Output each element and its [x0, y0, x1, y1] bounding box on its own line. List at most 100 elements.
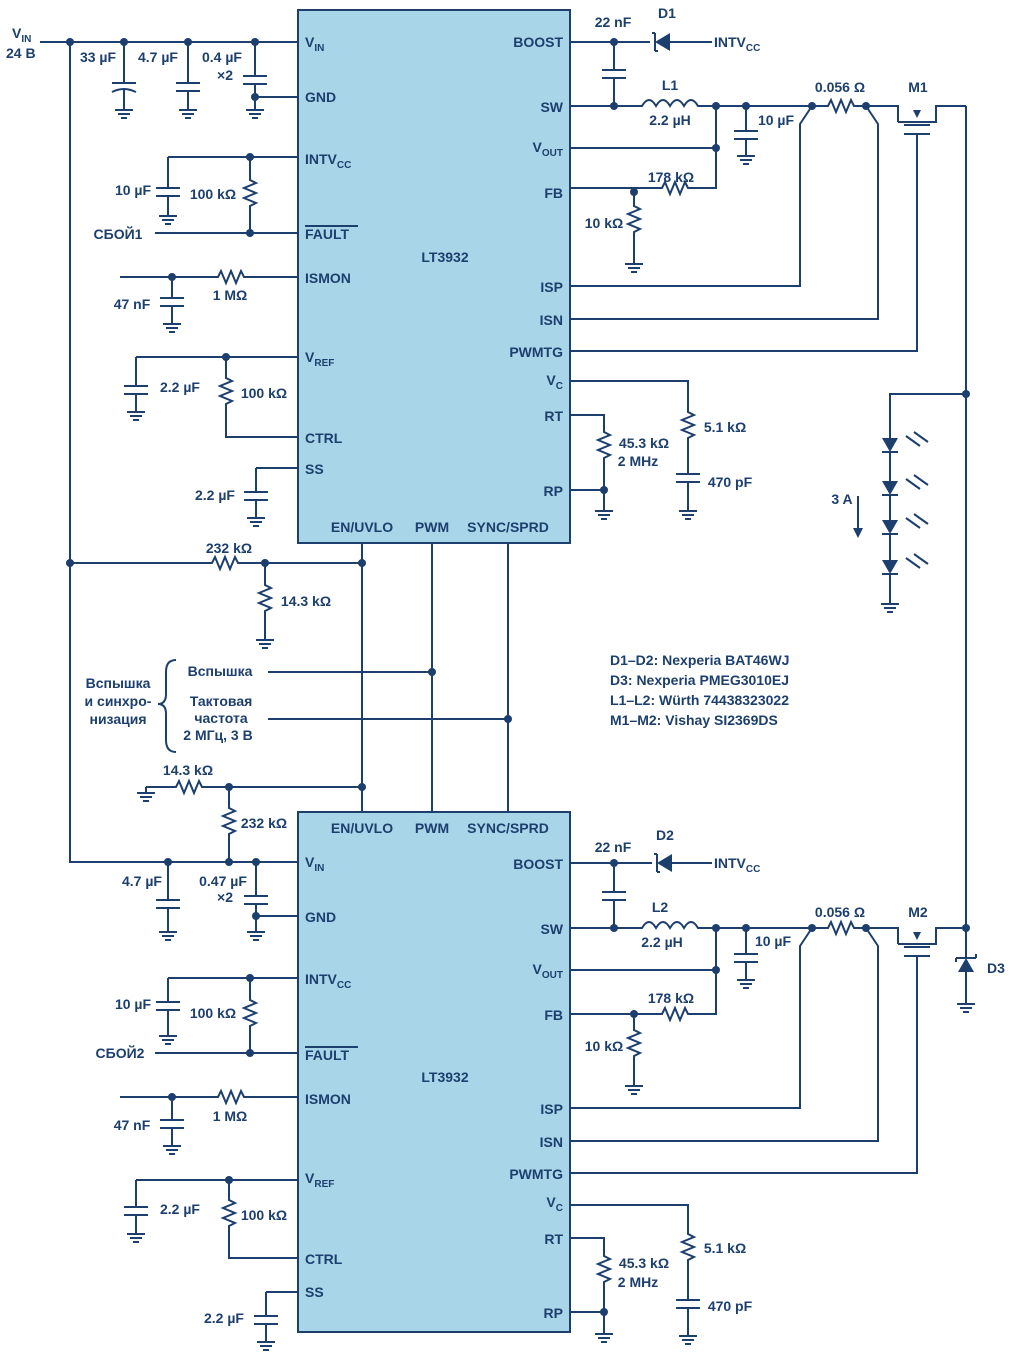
pin-fb-bot: FB	[544, 1007, 563, 1023]
fault-net-top: СБОЙ1	[94, 225, 143, 242]
c-ss-top: 2.2 µF	[195, 487, 235, 503]
c-vc-bot: 470 pF	[708, 1298, 753, 1314]
l1-label: L1	[662, 77, 679, 93]
r-ismon-top: 1 MΩ	[213, 287, 248, 303]
r-rt-bot: 45.3 kΩ	[619, 1255, 669, 1271]
clock-label-2: частота	[194, 710, 247, 726]
pin-vref-top: VREF	[305, 349, 334, 369]
r-vc-bot: 5.1 kΩ	[704, 1240, 746, 1256]
led-current: 3 A	[831, 491, 852, 507]
r-fb-bot-bot: 10 kΩ	[585, 1038, 623, 1054]
pin-vin-bot: VIN	[305, 854, 324, 874]
l1-value: 2.2 µH	[649, 112, 691, 128]
pin-pwmtg-bot: PWMTG	[509, 1166, 563, 1182]
pin-ismon-top: ISMON	[305, 270, 351, 286]
c-in-33: 33 µF	[80, 49, 117, 65]
c-in-mult: ×2	[217, 67, 233, 83]
r-fb-top-top: 178 kΩ	[648, 169, 694, 185]
chip-top	[297, 9, 571, 544]
r-fault-top: 100 kΩ	[190, 186, 236, 202]
r-vref-top: 100 kΩ	[241, 385, 287, 401]
r-ismon-bot: 1 MΩ	[213, 1108, 248, 1124]
led-string	[882, 438, 898, 598]
pin-pwm-bot: PWM	[415, 820, 449, 836]
pin-vc-top: VC	[546, 372, 563, 392]
c-in-4u7: 4.7 µF	[138, 49, 178, 65]
pin-vc-bot: VC	[546, 1194, 563, 1214]
bom-line-2: D3: Nexperia PMEG3010EJ	[610, 672, 789, 688]
pin-vout-top: VOUT	[533, 139, 563, 159]
pin-isn-bot: ISN	[540, 1134, 563, 1150]
r-uvlo-top-bot: 14.3 kΩ	[163, 762, 213, 778]
freq-bot: 2 MHz	[618, 1274, 658, 1290]
r-sense-top: 0.056 Ω	[815, 79, 865, 95]
pin-boost-bot: BOOST	[513, 856, 563, 872]
c-vref-top: 2.2 µF	[160, 379, 200, 395]
pin-rp-top: RP	[544, 483, 563, 499]
pin-ctrl-top: CTRL	[305, 430, 343, 446]
pin-fault-top: FAULT	[305, 226, 350, 242]
clock-label-3: 2 МГц, 3 В	[183, 727, 252, 743]
fault-net-bot: СБОЙ2	[96, 1044, 145, 1061]
pin-pwmtg-top: PWMTG	[509, 344, 563, 360]
chip-bottom-name: LT3932	[421, 1069, 468, 1085]
r-vc-top: 5.1 kΩ	[704, 419, 746, 435]
flash-group-line1: Вспышка	[86, 675, 151, 691]
pin-rt-top: RT	[544, 408, 563, 424]
d3-label: D3	[987, 960, 1005, 976]
pin-ctrl-bot: CTRL	[305, 1251, 343, 1267]
flash-label: Вспышка	[188, 663, 253, 679]
freq-top: 2 MHz	[618, 453, 658, 469]
pin-intvcc-top: INTVCC	[305, 151, 351, 171]
pin-vout-bot: VOUT	[533, 961, 563, 981]
chip-top-name: LT3932	[421, 249, 468, 265]
l2-label: L2	[652, 899, 669, 915]
pin-isp-top: ISP	[540, 279, 563, 295]
clock-label-1: Тактовая	[190, 693, 253, 709]
pin-vin-top: VIN	[305, 34, 324, 54]
pin-isn-top: ISN	[540, 312, 563, 328]
r-uvlo-bot-bot: 232 kΩ	[241, 815, 287, 831]
r-vref-bot: 100 kΩ	[241, 1207, 287, 1223]
bom-line-4: M1–M2: Vishay SI2369DS	[610, 712, 778, 728]
pin-sw-bot: SW	[540, 921, 563, 937]
c-in-0u47-bot: 0.47 µF	[199, 873, 247, 889]
m1-label: M1	[908, 79, 928, 95]
pin-sync-bot: SYNC/SPRD	[467, 820, 549, 836]
r-rt-top: 45.3 kΩ	[619, 435, 669, 451]
pin-sw-top: SW	[540, 99, 563, 115]
chip-bottom	[297, 811, 571, 1333]
r-sense-bot: 0.056 Ω	[815, 904, 865, 920]
m2-label: M2	[908, 904, 928, 920]
pin-gnd-bot: GND	[305, 909, 336, 925]
pin-ss-top: SS	[305, 461, 324, 477]
pin-ss-bot: SS	[305, 1284, 324, 1300]
pin-isp-bot: ISP	[540, 1101, 563, 1117]
pin-intvcc-bot: INTVCC	[305, 971, 351, 991]
pin-gnd-top: GND	[305, 89, 336, 105]
pin-rt-bot: RT	[544, 1231, 563, 1247]
pin-fb-top: FB	[544, 185, 563, 201]
pin-vref-bot: VREF	[305, 1170, 334, 1190]
c-in-mult-bot: ×2	[217, 889, 233, 905]
l2-value: 2.2 µH	[641, 934, 683, 950]
c-ss-bot: 2.2 µF	[204, 1310, 244, 1326]
c-in-4u7-bot: 4.7 µF	[122, 873, 162, 889]
d1-label: D1	[658, 5, 676, 21]
c-out-bot: 10 µF	[755, 933, 792, 949]
c-vc-top: 470 pF	[708, 474, 753, 490]
c-vref-bot: 2.2 µF	[160, 1201, 200, 1217]
d2-label: D2	[656, 827, 674, 843]
pin-fault-bot: FAULT	[305, 1047, 350, 1063]
r-fault-bot: 100 kΩ	[190, 1005, 236, 1021]
c-ismon-bot: 47 nF	[114, 1117, 151, 1133]
c-boost-bot: 22 nF	[595, 839, 632, 855]
c-boost-top: 22 nF	[595, 14, 632, 30]
pin-boost-top: BOOST	[513, 34, 563, 50]
intvcc-d1: INTVCC	[714, 34, 760, 54]
vin-label: VIN	[12, 25, 31, 45]
r-fb-top-bot: 178 kΩ	[648, 990, 694, 1006]
vin-voltage: 24 В	[6, 45, 36, 61]
